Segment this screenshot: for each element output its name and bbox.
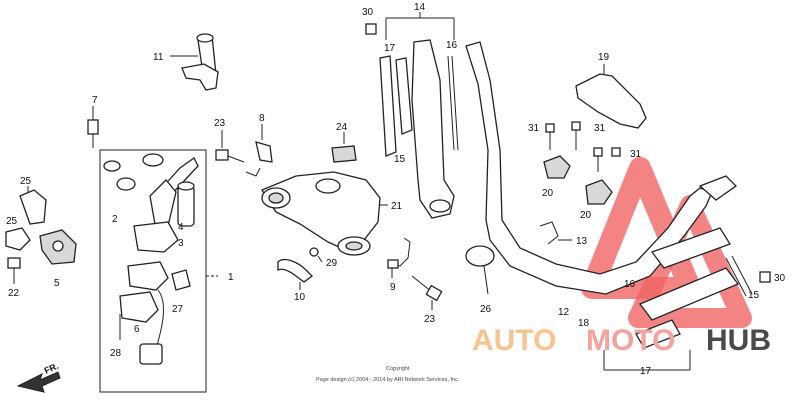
callout-7: 7 bbox=[92, 95, 98, 106]
callout-8: 8 bbox=[259, 113, 265, 124]
callout-18: 18 bbox=[578, 318, 590, 329]
callout-15b: 15 bbox=[748, 290, 760, 301]
part-13-clip bbox=[539, 221, 572, 245]
copyright-line1: Copyright bbox=[386, 366, 410, 372]
part-14-fork-leg bbox=[411, 39, 455, 219]
callout-labels: 1 2 3 4 5 6 7 8 9 10 11 12 13 14 15 15 1… bbox=[6, 2, 786, 377]
callout-21: 21 bbox=[391, 201, 403, 212]
part-22-bolt bbox=[7, 257, 21, 284]
callout-1: 1 bbox=[228, 272, 234, 283]
callout-29: 29 bbox=[326, 258, 338, 269]
part-26-clamp bbox=[465, 245, 495, 295]
callout-17a: 17 bbox=[384, 43, 396, 54]
callout-24: 24 bbox=[336, 122, 348, 133]
part-17-bracket-lines bbox=[603, 350, 691, 371]
callout-10: 10 bbox=[294, 292, 306, 303]
callout-31b: 31 bbox=[594, 123, 606, 134]
callout-6: 6 bbox=[134, 324, 140, 335]
watermark-hub: HUB bbox=[706, 324, 771, 357]
callout-5: 5 bbox=[54, 278, 60, 289]
part-29-clip bbox=[309, 247, 323, 263]
watermark-text: AUTO MOTO HUB bbox=[472, 324, 771, 357]
part-24-nut bbox=[331, 132, 357, 163]
callout-14: 14 bbox=[414, 2, 426, 13]
callout-12: 12 bbox=[558, 307, 570, 318]
callout-26: 26 bbox=[480, 304, 492, 315]
part-11-tube bbox=[170, 33, 219, 91]
part-2-4-switch bbox=[103, 153, 199, 253]
part-12-handlebar bbox=[465, 41, 738, 295]
part-1-assembly-box bbox=[99, 149, 218, 393]
part-31-bolts bbox=[545, 121, 621, 172]
watermark-moto: MOTO bbox=[586, 324, 675, 357]
callout-20a: 20 bbox=[542, 188, 554, 199]
callout-25b: 25 bbox=[6, 216, 18, 227]
callout-9: 9 bbox=[390, 282, 396, 293]
front-direction-arrow bbox=[16, 371, 61, 393]
callout-16a: 16 bbox=[446, 40, 458, 51]
part-20-holders bbox=[543, 155, 613, 205]
callout-31a: 31 bbox=[528, 123, 540, 134]
callout-27: 27 bbox=[172, 304, 184, 315]
callout-4: 4 bbox=[178, 222, 184, 233]
part-25-clamps bbox=[5, 186, 77, 265]
callout-30a: 30 bbox=[362, 7, 374, 18]
callout-28: 28 bbox=[110, 348, 122, 359]
watermark-auto: AUTO bbox=[472, 324, 556, 357]
callout-13: 13 bbox=[576, 236, 588, 247]
callout-17b: 17 bbox=[640, 366, 652, 377]
part-9-bracket bbox=[387, 237, 411, 278]
callout-23b: 23 bbox=[424, 314, 436, 325]
part-14-bracket-lines bbox=[385, 12, 455, 40]
part-23-bolt-lower bbox=[411, 275, 443, 310]
callout-19: 19 bbox=[598, 52, 610, 63]
callout-23a: 23 bbox=[214, 118, 226, 129]
callout-15a: 15 bbox=[394, 154, 406, 165]
part-30-bolt-right bbox=[759, 271, 771, 283]
callout-2: 2 bbox=[112, 214, 118, 225]
part-7-bolt bbox=[87, 106, 99, 148]
callout-3: 3 bbox=[178, 238, 184, 249]
callout-16b: 16 bbox=[624, 279, 636, 290]
part-10-hose bbox=[277, 258, 313, 290]
part-5-6-27-28-switch-parts bbox=[119, 261, 191, 365]
part-8-clip bbox=[245, 124, 273, 177]
callout-25a: 25 bbox=[20, 176, 32, 187]
part-15-17-grip-strips bbox=[379, 55, 459, 157]
part-23-bolt-upper bbox=[215, 130, 245, 163]
part-16-18-right-grip bbox=[635, 227, 753, 349]
callout-30b: 30 bbox=[774, 273, 786, 284]
callout-11: 11 bbox=[153, 52, 164, 63]
callout-20b: 20 bbox=[580, 210, 592, 221]
callout-22: 22 bbox=[8, 288, 20, 299]
part-30-bolt-top bbox=[365, 23, 377, 35]
part-21-top-bridge bbox=[261, 171, 388, 256]
part-19-cover bbox=[575, 64, 647, 129]
callout-31c: 31 bbox=[630, 149, 642, 160]
copyright-line2: Page design (c) 2004 - 2014 by ARI Netwo… bbox=[316, 377, 460, 383]
